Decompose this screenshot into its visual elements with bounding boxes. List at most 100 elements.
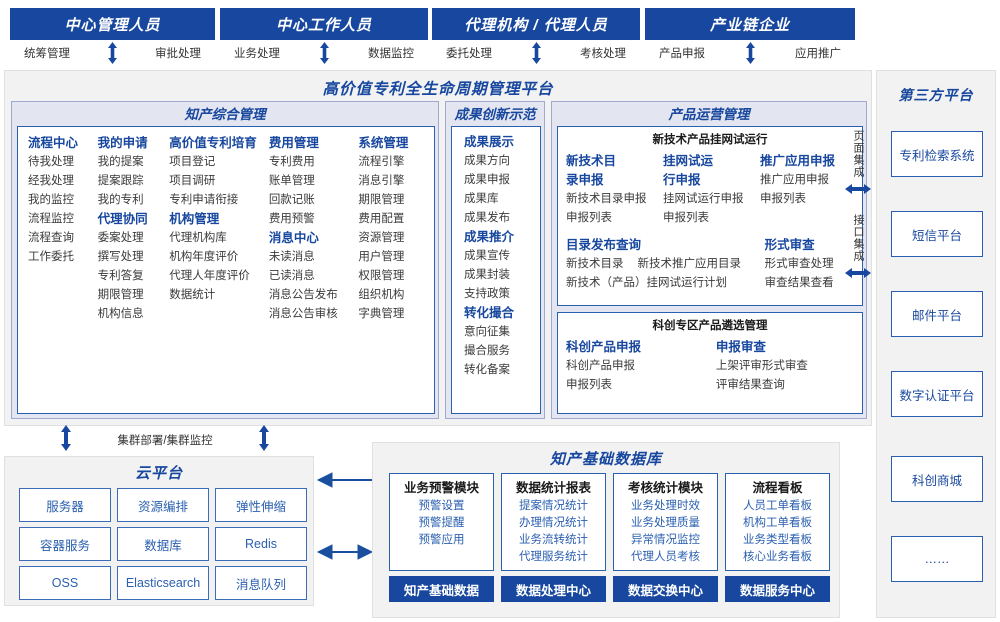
menu-item[interactable]: 资源管理 xyxy=(358,232,405,244)
menu-item[interactable]: 委案处理 xyxy=(97,232,144,244)
menu-item[interactable]: 成果方向 xyxy=(464,155,510,167)
menu-item[interactable]: 期限管理 xyxy=(97,289,144,301)
menu-item[interactable]: 新技术推广应用目录 xyxy=(637,258,742,270)
menu-item[interactable]: 审查结果查看 xyxy=(764,277,834,289)
menu-item[interactable]: 未读消息 xyxy=(268,251,315,263)
menu-item[interactable]: 推广应用申报 xyxy=(760,174,829,186)
menu-item[interactable]: 数据统计 xyxy=(169,289,216,301)
menu-item[interactable]: 我的提案 xyxy=(97,156,144,168)
menu-item[interactable]: 成果发布 xyxy=(464,212,510,224)
menu-item[interactable]: 费用配置 xyxy=(358,213,405,225)
database-card-item[interactable]: 业务处理时效 xyxy=(631,500,700,512)
menu-item[interactable]: 代理人年度评价 xyxy=(169,270,250,282)
menu-item[interactable]: 申报列表 xyxy=(663,212,709,224)
menu-item[interactable]: 流程监控 xyxy=(28,213,74,225)
menu-item[interactable]: 成果宣传 xyxy=(464,250,510,262)
menu-item[interactable]: 挂网试运行申报 xyxy=(663,193,744,205)
database-footer-0[interactable]: 知产基础数据 xyxy=(389,576,494,602)
database-card-item[interactable]: 提案情况统计 xyxy=(519,500,588,512)
menu-item[interactable]: 权限管理 xyxy=(358,270,405,282)
third-party-item-1[interactable]: 短信平台 xyxy=(891,211,983,257)
menu-item[interactable]: 组织机构 xyxy=(358,289,405,301)
menu-item[interactable]: 工作委托 xyxy=(28,251,74,263)
cloud-service-cell[interactable]: OSS xyxy=(19,566,111,600)
database-card-item[interactable]: 业务流转统计 xyxy=(519,534,588,546)
menu-item[interactable]: 流程引擎 xyxy=(358,156,405,168)
menu-item[interactable]: 消息公告审核 xyxy=(268,308,338,320)
page-integration-arrow-icon xyxy=(845,182,871,196)
third-party-item-5[interactable]: …… xyxy=(891,536,983,582)
menu-item[interactable]: 申报列表 xyxy=(566,379,612,391)
cloud-service-cell[interactable]: 消息队列 xyxy=(215,566,307,600)
menu-item[interactable]: 经我处理 xyxy=(28,175,74,187)
cloud-service-cell[interactable]: 容器服务 xyxy=(19,527,111,561)
group-head-代理协同: 代理协同 xyxy=(97,212,148,226)
menu-item[interactable]: 专利申请衔接 xyxy=(169,194,239,206)
menu-item[interactable]: 用户管理 xyxy=(358,251,405,263)
database-card-item[interactable]: 预警设置 xyxy=(418,500,465,512)
menu-item[interactable]: 新技术目录申报 xyxy=(566,193,647,205)
menu-item[interactable]: 支持政策 xyxy=(464,288,510,300)
menu-item[interactable]: 我的专利 xyxy=(97,194,144,206)
menu-item[interactable]: 项目登记 xyxy=(169,156,216,168)
menu-item[interactable]: 期限管理 xyxy=(358,194,405,206)
database-card-item[interactable]: 核心业务看板 xyxy=(743,551,812,563)
menu-item[interactable]: 新技术（产品）挂网试运行计划 xyxy=(566,277,727,289)
menu-item[interactable]: 费用预警 xyxy=(268,213,315,225)
database-card-item[interactable]: 代理服务统计 xyxy=(519,551,588,563)
menu-item[interactable]: 流程查询 xyxy=(28,232,74,244)
menu-item[interactable]: 机构信息 xyxy=(97,308,144,320)
menu-item[interactable]: 撮合服务 xyxy=(464,345,510,357)
menu-item[interactable]: 项目调研 xyxy=(169,175,216,187)
menu-item[interactable]: 申报列表 xyxy=(760,193,806,205)
menu-item[interactable]: 我的监控 xyxy=(28,194,74,206)
third-party-item-4[interactable]: 科创商城 xyxy=(891,456,983,502)
database-card-item[interactable]: 预警应用 xyxy=(418,534,465,546)
database-card-item[interactable]: 办理情况统计 xyxy=(519,517,588,529)
panel-comprehensive: 知产综合管理 流程中心待我处理经我处理我的监控流程监控流程查询工作委托我的申请我… xyxy=(11,101,439,419)
menu-item[interactable]: 上架评审形式审查 xyxy=(715,360,808,372)
menu-item[interactable]: 转化备案 xyxy=(464,364,510,376)
menu-item[interactable]: 账单管理 xyxy=(268,175,315,187)
menu-item[interactable]: 意向征集 xyxy=(464,326,510,338)
database-card-item[interactable]: 异常情况监控 xyxy=(631,534,700,546)
database-card-item[interactable]: 人员工单看板 xyxy=(743,500,812,512)
menu-item[interactable]: 消息公告发布 xyxy=(268,289,338,301)
database-card-item[interactable]: 业务类型看板 xyxy=(743,534,812,546)
database-card-item[interactable]: 机构工单看板 xyxy=(743,517,812,529)
menu-item[interactable]: 待我处理 xyxy=(28,156,74,168)
database-card-item[interactable]: 业务处理质量 xyxy=(631,517,700,529)
menu-item[interactable]: 撰写处理 xyxy=(97,251,144,263)
cloud-service-cell[interactable]: Elasticsearch xyxy=(117,566,209,600)
menu-item[interactable]: 科创产品申报 xyxy=(566,360,635,372)
database-footer-3[interactable]: 数据服务中心 xyxy=(725,576,830,602)
database-card-item[interactable]: 代理人员考核 xyxy=(631,551,700,563)
cloud-service-cell[interactable]: 数据库 xyxy=(117,527,209,561)
menu-item[interactable]: 提案跟踪 xyxy=(97,175,144,187)
menu-item[interactable]: 消息引擎 xyxy=(358,175,405,187)
cloud-service-cell[interactable]: 服务器 xyxy=(19,488,111,522)
menu-item[interactable]: 已读消息 xyxy=(268,270,315,282)
cloud-service-cell[interactable]: Redis xyxy=(215,527,307,561)
database-footer-1[interactable]: 数据处理中心 xyxy=(501,576,606,602)
menu-item[interactable]: 专利答复 xyxy=(97,270,144,282)
menu-item[interactable]: 机构年度评价 xyxy=(169,251,239,263)
cloud-service-cell[interactable]: 资源编排 xyxy=(117,488,209,522)
database-card-item[interactable]: 预警提醒 xyxy=(418,517,465,529)
menu-item[interactable]: 专利费用 xyxy=(268,156,315,168)
menu-item[interactable]: 成果申报 xyxy=(464,174,510,186)
menu-item[interactable]: 评审结果查询 xyxy=(715,379,785,391)
menu-item[interactable]: 代理机构库 xyxy=(169,232,227,244)
third-party-item-3[interactable]: 数字认证平台 xyxy=(891,371,983,417)
menu-item[interactable]: 成果库 xyxy=(464,193,499,205)
third-party-item-0[interactable]: 专利检索系统 xyxy=(891,131,983,177)
database-footer-2[interactable]: 数据交换中心 xyxy=(613,576,718,602)
menu-item[interactable]: 形式审查处理 xyxy=(764,258,834,270)
menu-item[interactable]: 回款记账 xyxy=(268,194,315,206)
third-party-item-2[interactable]: 邮件平台 xyxy=(891,291,983,337)
menu-item[interactable]: 申报列表 xyxy=(566,212,612,224)
menu-item[interactable]: 字典管理 xyxy=(358,308,405,320)
cloud-service-cell[interactable]: 弹性伸缩 xyxy=(215,488,307,522)
menu-item[interactable]: 成果封装 xyxy=(464,269,510,281)
menu-item[interactable]: 新技术目录 xyxy=(566,258,624,270)
